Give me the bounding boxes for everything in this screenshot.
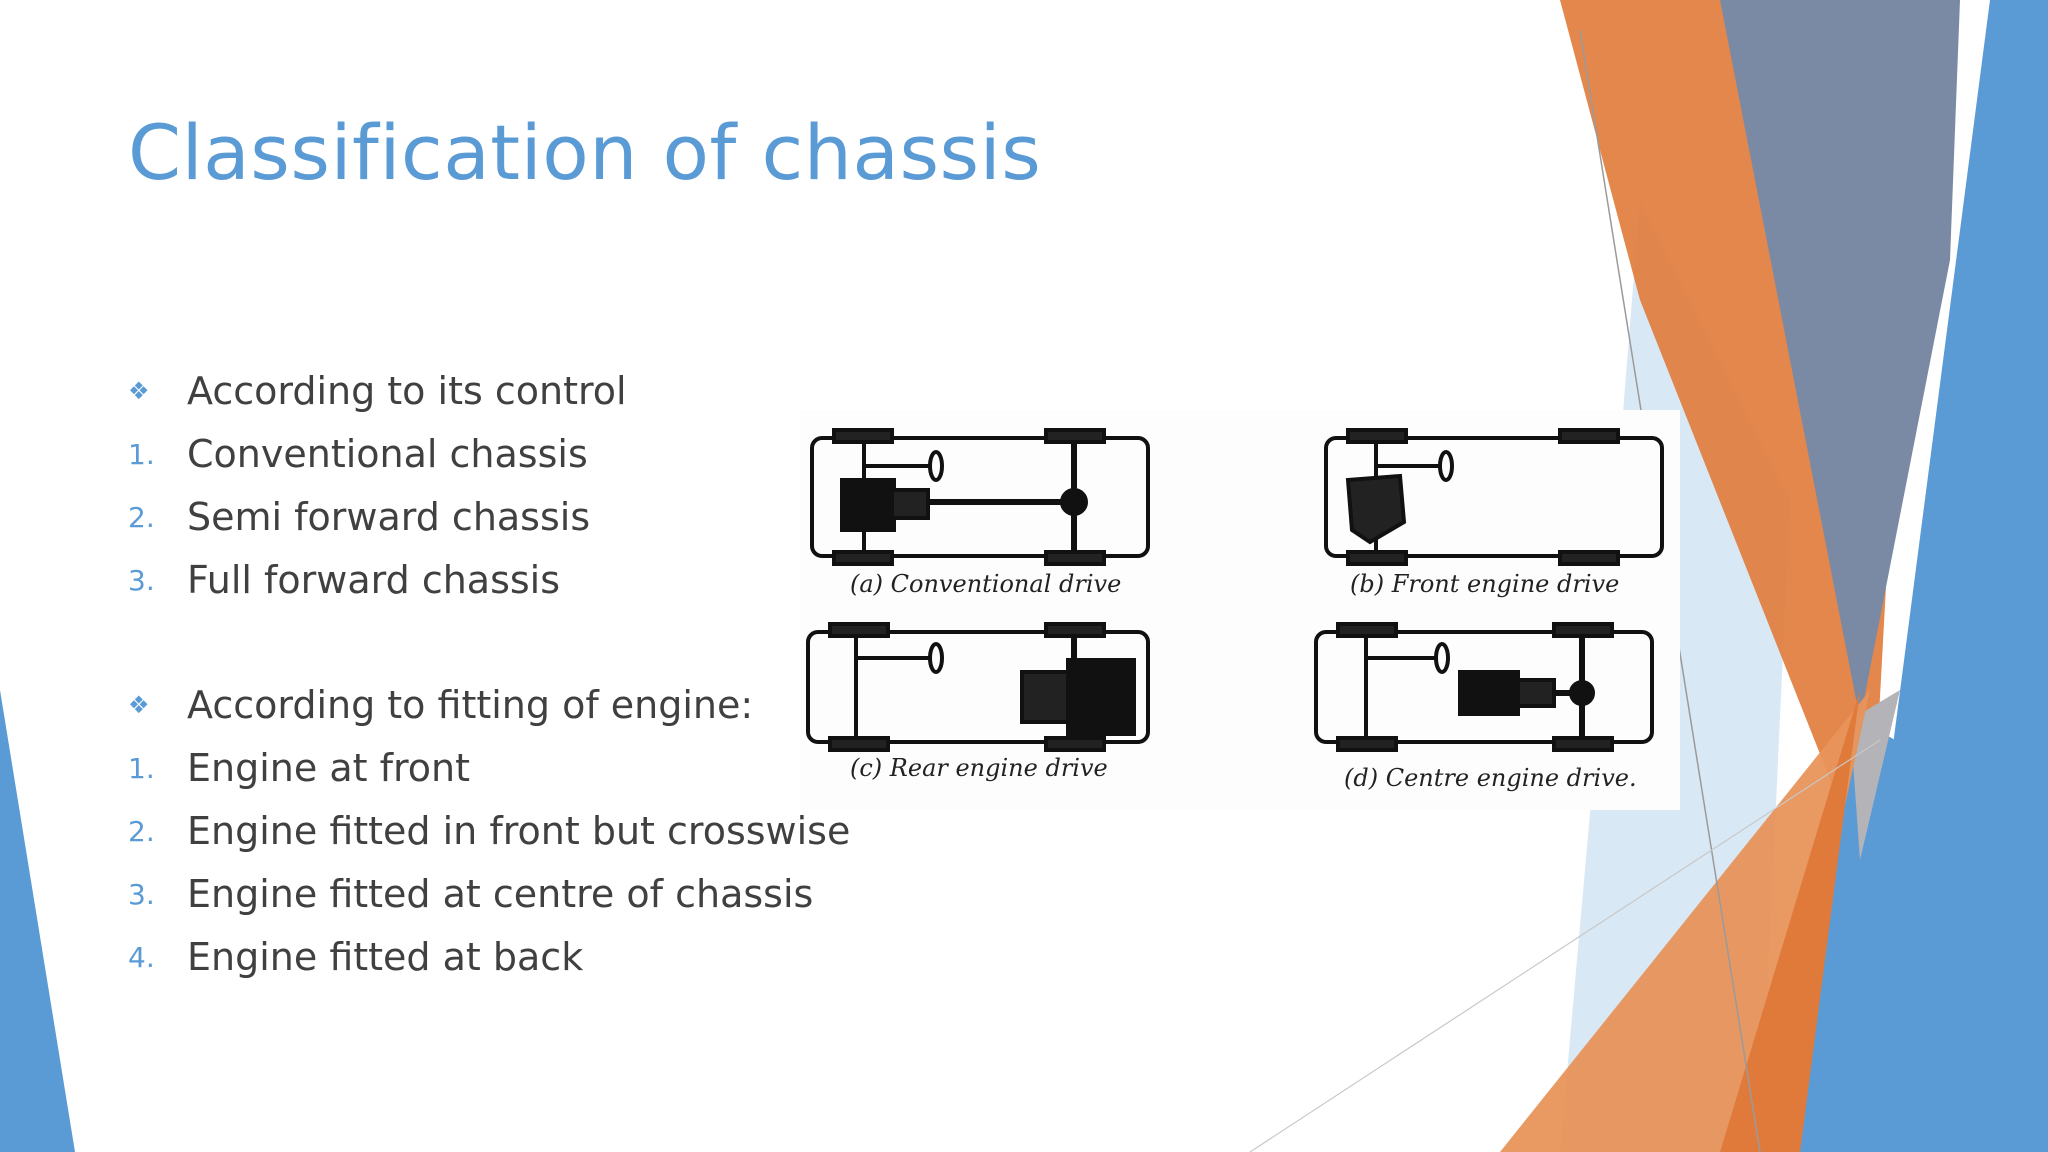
chassis-drive-figure: (a) Conventional drive (b) Front engine …	[800, 410, 1680, 810]
front-engine-drive-diagram	[1324, 428, 1664, 566]
list-item-text: Semi forward chassis	[187, 495, 591, 539]
conventional-drive-diagram	[810, 428, 1150, 566]
slide-title: Classification of chassis	[128, 108, 1042, 197]
caption-rear-engine-drive: (c) Rear engine drive	[850, 754, 1108, 782]
list-number: 3.	[128, 564, 155, 597]
chassis-diagrams	[806, 428, 1664, 752]
caption-front-engine-drive: (b) Front engine drive	[1350, 570, 1620, 598]
list-item-text: Engine fitted in front but crosswise	[187, 809, 851, 853]
list-number: 1.	[128, 752, 155, 785]
list-number: 4.	[128, 941, 155, 974]
list-number: 2.	[128, 501, 155, 534]
list-number: 2.	[128, 815, 155, 848]
list-item-text: Conventional chassis	[187, 432, 588, 476]
diamond-bullet-icon: ❖	[128, 377, 150, 405]
list-item-text: Full forward chassis	[187, 558, 561, 602]
list-item-text: Engine fitted at centre of chassis	[187, 872, 814, 916]
list-number: 1.	[128, 438, 155, 471]
diamond-bullet-icon: ❖	[128, 691, 150, 719]
caption-centre-engine-drive: (d) Centre engine drive.	[1344, 764, 1637, 792]
caption-conventional-drive: (a) Conventional drive	[850, 570, 1122, 598]
list-heading-text: According to its control	[187, 369, 627, 413]
centre-engine-drive-diagram	[1314, 622, 1654, 752]
list-item-text: Engine fitted at back	[187, 935, 584, 979]
list-number: 3.	[128, 878, 155, 911]
list-item-text: Engine at front	[187, 746, 470, 790]
list-heading-text: According to fitting of engine:	[187, 683, 754, 727]
rear-engine-drive-diagram	[806, 622, 1150, 752]
